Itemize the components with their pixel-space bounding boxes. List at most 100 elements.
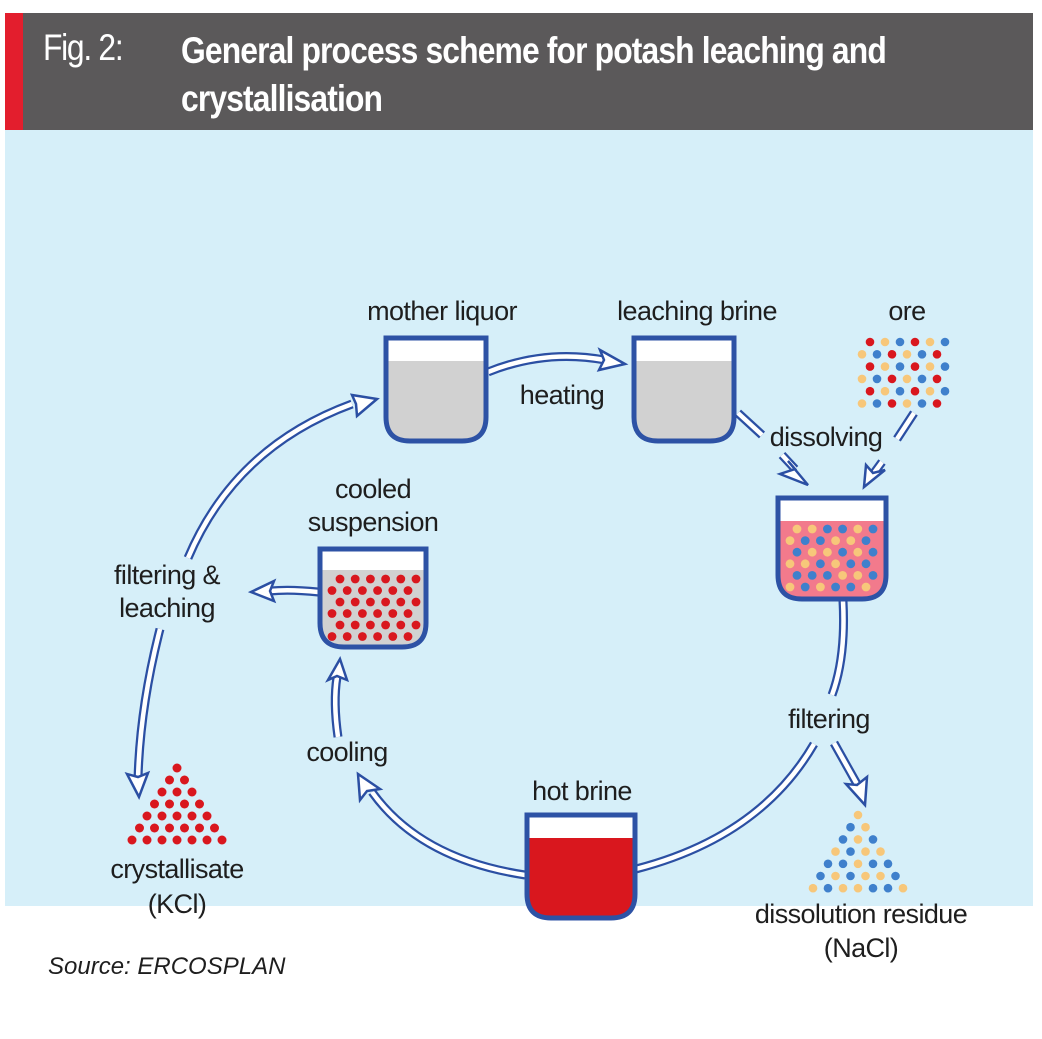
kcl-crystal (187, 787, 197, 797)
ore-particle (902, 350, 912, 359)
ore-particle (872, 399, 882, 408)
kcl-crystal (396, 620, 406, 630)
ore-particle (940, 337, 950, 347)
arrow-filtering-leaching-to-crystallisate (124, 627, 165, 801)
ore-particle (925, 386, 935, 396)
label-leaching: leaching (119, 593, 215, 623)
dissolved-particle (800, 536, 810, 545)
ore-particle (917, 399, 927, 408)
kcl-crystal (358, 609, 367, 618)
kcl-crystal (157, 787, 167, 797)
label-filtering: filtering (788, 704, 870, 734)
dissolved-particle (785, 582, 795, 592)
dissolved-particle (792, 571, 802, 580)
ore-particle (932, 374, 942, 384)
arrow-filtering-leaching-to-mother-liquor (183, 393, 380, 560)
dissolved-particle (823, 524, 832, 534)
dissolved-particle (853, 524, 863, 534)
residue-particle (876, 871, 885, 881)
label-suspension: suspension (308, 507, 439, 537)
arrow-filtering-to-hot-brine (634, 741, 818, 874)
ore-particle (865, 362, 875, 371)
label-cooled: cooled (335, 474, 411, 504)
dissolved-particle (807, 547, 817, 557)
figure: Fig. 2: General process scheme for potas… (5, 13, 1033, 980)
kcl-crystal (157, 835, 167, 845)
label-ore: ore (888, 296, 925, 326)
label-mother-liquor: mother liquor (367, 296, 517, 326)
arrow-cooling-to-suspension (325, 655, 350, 738)
kcl-crystal (388, 632, 398, 641)
kcl-crystal (157, 811, 167, 821)
arrow-heating (486, 347, 629, 377)
label-heating: heating (520, 380, 604, 410)
dissolved-particle (861, 536, 871, 545)
kcl-crystals (327, 574, 421, 641)
kcl-crystal (202, 811, 212, 821)
dissolved-particle (868, 547, 878, 557)
kcl-crystal (373, 632, 382, 641)
arrow-suspension-to-filtering-leaching (247, 578, 319, 604)
label-crystallisate: crystallisate (110, 854, 243, 884)
figure-title: General process scheme for potash leachi… (181, 30, 887, 119)
ore-particle (857, 399, 867, 408)
kcl-crystal (187, 835, 197, 845)
residue-particle (838, 859, 848, 869)
residue-particle (861, 871, 870, 881)
residue-particle (861, 822, 870, 832)
label-cooling: cooling (306, 737, 387, 767)
kcl-crystal (381, 620, 390, 630)
residue-particle (846, 871, 855, 881)
kcl-crystal (411, 574, 421, 584)
residue-particle (898, 883, 908, 893)
dissolved-particle (838, 524, 847, 534)
crystallisate-pile (127, 763, 227, 845)
ore-particle (917, 350, 927, 359)
kcl-crystal (373, 586, 382, 595)
kcl-crystal (172, 835, 182, 845)
ore-particle (940, 386, 950, 396)
dissolved-particle (868, 571, 878, 580)
kcl-crystal (366, 574, 375, 584)
kcl-crystal (180, 823, 189, 833)
kcl-crystal (327, 609, 337, 618)
ore-particle (872, 350, 882, 359)
kcl-crystal (403, 632, 413, 641)
vessel-mother-liquor (383, 335, 489, 444)
arrow-ore-to-dissolving (862, 410, 918, 490)
residue-particle (883, 859, 893, 869)
residue-particle (853, 835, 863, 844)
dissolved-particle (831, 582, 840, 592)
ore-particle (887, 399, 897, 408)
ore-particle (932, 399, 942, 408)
ore-particle (910, 362, 920, 371)
residue-particle (868, 883, 878, 893)
kcl-crystal (342, 609, 352, 618)
vessel-hot-brine (524, 812, 638, 921)
kcl-crystal (180, 775, 189, 785)
dissolved-particle (800, 582, 810, 592)
kcl-crystal (150, 799, 159, 809)
arrow-hot-brine-to-cooling (356, 771, 526, 880)
kcl-crystal (358, 632, 367, 641)
dissolved-particle (861, 559, 871, 569)
dissolved-particle (816, 536, 825, 545)
dissolved-particle (823, 571, 832, 580)
residue-particle (838, 835, 848, 844)
kcl-crystal (403, 586, 413, 595)
dissolved-particle (807, 524, 817, 534)
figure-number: Fig. 2: (43, 27, 124, 68)
kcl-crystal (172, 787, 182, 797)
kcl-crystal (403, 609, 413, 618)
kcl-crystal (187, 811, 197, 821)
kcl-crystal (342, 586, 352, 595)
label-dissolving: dissolving (770, 422, 883, 452)
dissolved-particle (838, 547, 847, 557)
ore-particle (880, 362, 890, 371)
kcl-crystal (327, 586, 337, 595)
label-hot-brine: hot brine (532, 776, 632, 806)
kcl-crystal (327, 632, 337, 641)
ore-particle (910, 386, 920, 396)
residue-particle (831, 871, 840, 881)
label-dissolution-residue: dissolution residue (755, 899, 967, 929)
